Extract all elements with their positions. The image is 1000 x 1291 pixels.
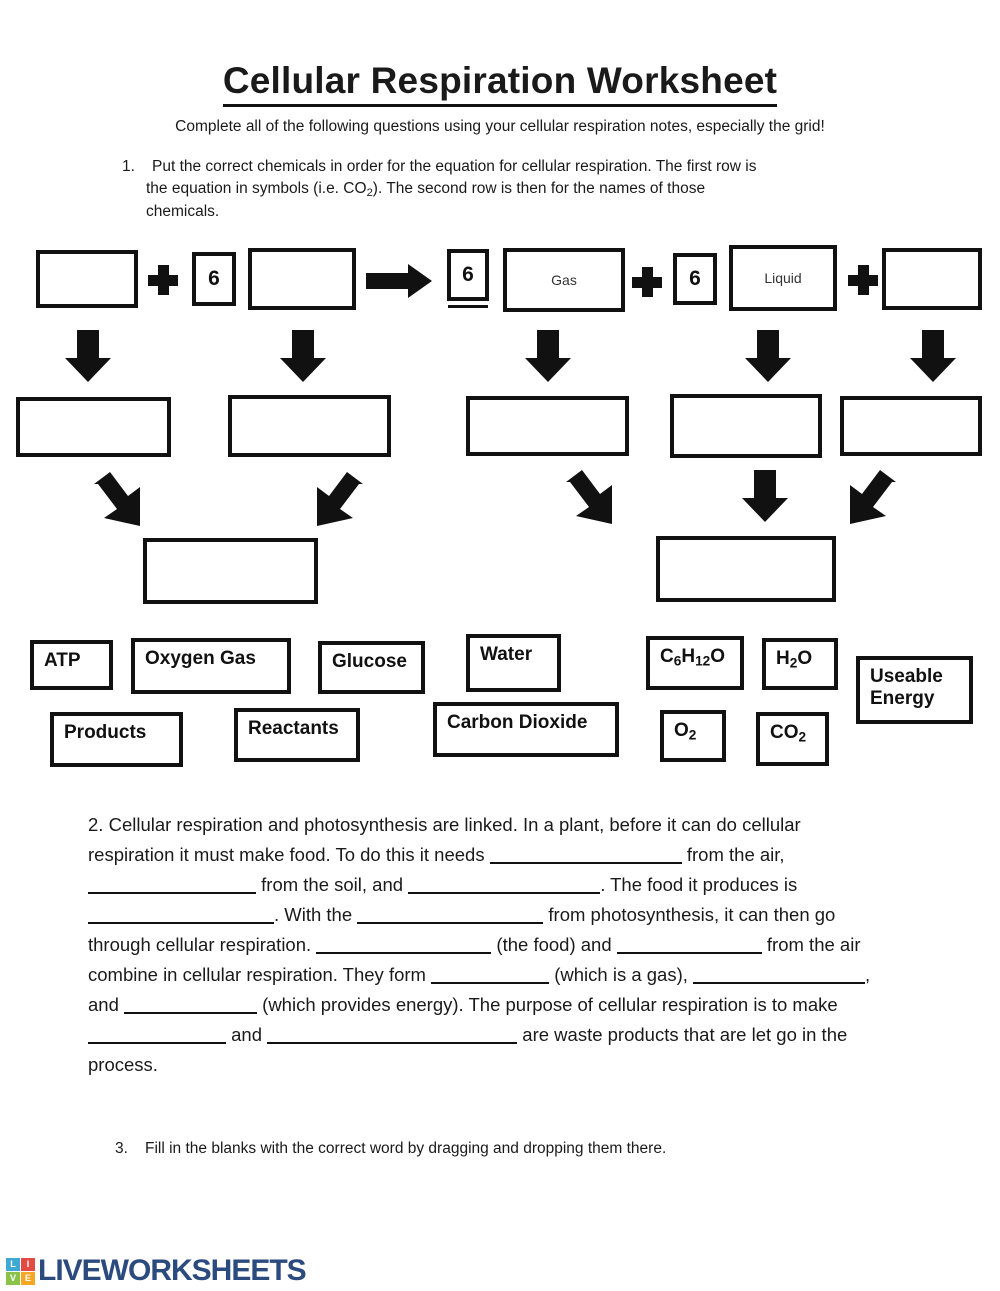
question-2-seg-7: from the air combine in cellular respira… — [88, 933, 861, 985]
question-2-seg-9: , and — [88, 963, 871, 1015]
down-arrow-4-icon — [745, 330, 791, 384]
diagonal-arrow-down-right-1-icon — [88, 470, 152, 534]
question-3-text: Fill in the blanks with the correct word… — [145, 1140, 667, 1157]
blank-4[interactable] — [88, 921, 274, 924]
liveworksheets-logo[interactable]: L I V E LIVEWORKSHEETS — [6, 1254, 307, 1287]
plus-sign-2-icon — [632, 267, 662, 297]
question-2-number: 2. — [88, 814, 104, 835]
logo-letter-i: I — [21, 1257, 35, 1271]
products-summary-box[interactable] — [656, 536, 836, 602]
word-tile-atp[interactable]: ATP — [30, 640, 113, 690]
word-tile-oxygen-gas[interactable]: Oxygen Gas — [131, 638, 291, 694]
question-2-seg-4: . With the — [274, 903, 358, 925]
name-box-2[interactable] — [228, 395, 391, 457]
diagonal-arrow-down-right-2-icon — [560, 468, 624, 532]
down-arrow-2-icon — [280, 330, 326, 384]
word-tile-water[interactable]: Water — [466, 634, 561, 692]
question-3-number: 3. — [115, 1140, 128, 1157]
word-tile-reactants[interactable]: Reactants — [234, 708, 360, 762]
question-1: 1. Put the correct chemicals in order fo… — [122, 156, 882, 224]
question-3: 3. Fill in the blanks with the correct w… — [115, 1140, 915, 1158]
blank-9[interactable] — [693, 981, 866, 984]
question-1-line-2b: ). The second row is then for the names … — [372, 180, 706, 198]
down-arrow-1-icon — [65, 330, 111, 384]
question-1-line-2a: the equation in symbols (i.e. CO — [146, 180, 367, 198]
blank-3[interactable] — [408, 891, 601, 894]
coefficient-6-a: 6 — [192, 252, 236, 306]
word-tile-glucose[interactable]: Glucose — [318, 641, 425, 694]
coefficient-6-b: 6 — [447, 249, 489, 301]
question-2-seg-5: from photosynthesis, it can then go thro… — [88, 903, 836, 955]
question-1-line-3: chemicals. — [146, 203, 220, 221]
name-box-4[interactable] — [670, 394, 822, 458]
diagonal-arrow-down-left-1-icon — [305, 470, 369, 534]
yields-arrow-icon — [366, 264, 436, 298]
question-2-seg-11: and — [226, 1023, 268, 1045]
blank-7[interactable] — [616, 951, 762, 954]
question-2: 2. Cellular respiration and photosynthes… — [88, 810, 878, 1080]
word-tile-products[interactable]: Products — [50, 712, 183, 767]
logo-letter-e: E — [21, 1271, 35, 1285]
product-1-box[interactable]: Gas — [503, 248, 625, 312]
down-arrow-3-icon — [525, 330, 571, 384]
word-tile-carbon-dioxide[interactable]: Carbon Dioxide — [433, 702, 619, 757]
word-tile-h2o[interactable]: H2O — [762, 638, 838, 690]
logo-letter-l: L — [6, 1257, 20, 1271]
liveworksheets-logo-text: LIVEWORKSHEETS — [38, 1254, 307, 1287]
word-tile-useable-energy[interactable]: Useable Energy — [856, 656, 973, 724]
question-2-seg-0: Cellular respiration and photosynthesis … — [88, 814, 801, 865]
product-2-box[interactable]: Liquid — [729, 245, 837, 311]
plus-sign-3-icon — [848, 265, 878, 295]
o2-sub-2: 2 — [688, 727, 697, 743]
blank-2[interactable] — [88, 891, 256, 894]
question-2-seg-2: from the soil, and — [256, 873, 409, 895]
blank-12[interactable] — [267, 1041, 518, 1044]
word-tile-o2[interactable]: O2 — [660, 710, 726, 762]
word-tile-co2[interactable]: CO2 — [756, 712, 829, 766]
product-3-box[interactable] — [882, 248, 982, 310]
blank-10[interactable] — [124, 1011, 258, 1014]
blank-11[interactable] — [88, 1041, 226, 1044]
name-box-5[interactable] — [840, 396, 982, 456]
name-box-1[interactable] — [16, 397, 171, 457]
plus-sign-1-icon — [148, 265, 178, 295]
question-2-seg-10: (which provides energy). The purpose of … — [257, 993, 838, 1015]
c6h12o-sub-12: 12 — [695, 653, 711, 669]
question-2-seg-1: from the air, — [681, 843, 785, 865]
reactants-summary-box[interactable] — [143, 538, 318, 604]
blank-1[interactable] — [489, 861, 682, 864]
question-2-seg-6: (the food) and — [491, 933, 617, 955]
question-1-line-2: the equation in symbols (i.e. CO2). The … — [122, 178, 882, 201]
h2o-sub-2: 2 — [789, 655, 798, 671]
down-arrow-5-icon — [910, 330, 956, 384]
blank-5[interactable] — [357, 921, 544, 924]
reactant-1-box[interactable] — [36, 250, 138, 308]
question-1-number: 1. — [122, 158, 135, 175]
coefficient-6-c: 6 — [673, 253, 717, 305]
c6h12o-sub-6: 6 — [673, 653, 682, 669]
question-1-line-1: Put the correct chemicals in order for t… — [152, 158, 757, 175]
reactant-2-box[interactable] — [248, 248, 356, 310]
word-tile-c6h12o[interactable]: C6H12O — [646, 636, 744, 690]
blank-8[interactable] — [431, 981, 550, 984]
page-title-text: Cellular Respiration Worksheet — [222, 60, 778, 107]
blank-6[interactable] — [316, 951, 492, 954]
logo-letter-v: V — [6, 1271, 20, 1285]
page-subtitle: Complete all of the following questions … — [175, 118, 825, 135]
question-2-seg-8: (which is a gas), — [549, 963, 694, 985]
liveworksheets-logo-mark-icon: L I V E — [6, 1257, 35, 1285]
name-box-3[interactable] — [466, 396, 629, 456]
page-title: Cellular Respiration Worksheet — [0, 60, 1000, 107]
co2-sub-2: 2 — [798, 729, 807, 745]
question-2-seg-12: are waste products that are let go in th… — [88, 1023, 848, 1075]
co2-subscript: 2 — [366, 187, 373, 200]
question-2-seg-3: . The food it produces is — [600, 873, 798, 895]
diagonal-arrow-down-left-2-icon — [838, 468, 902, 532]
down-arrow-6-icon — [742, 470, 788, 526]
